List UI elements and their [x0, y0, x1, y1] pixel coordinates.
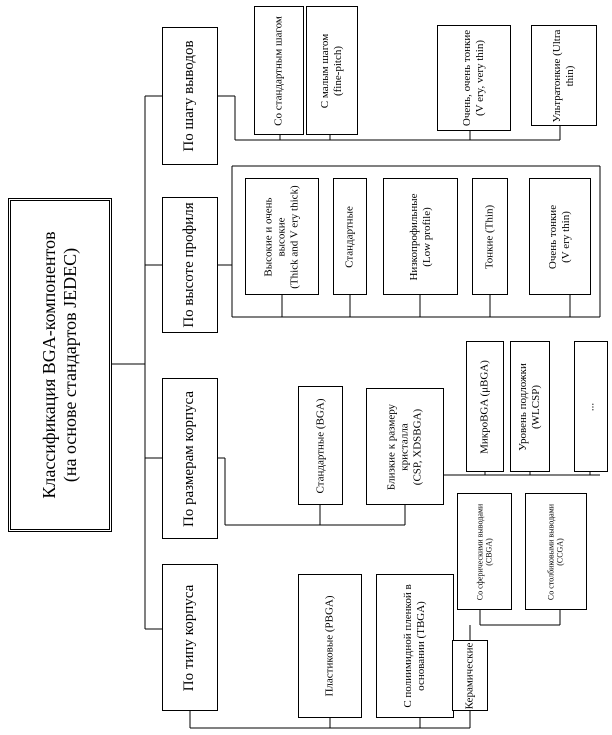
profile-item-label: Низкопрофильные (Low profile)	[407, 192, 433, 281]
category-profile-label: По высоте профиля	[181, 202, 198, 328]
type-item-label: С полиимидной пленкой в основании (TBGA)	[402, 584, 427, 708]
size-item-micro-bga: МикроBGA (μBGA)	[466, 341, 504, 472]
type-item-plastic: Пластиковые (PBGA)	[298, 574, 362, 718]
profile-item-label: Очень тонкие (V ery thin)	[547, 204, 572, 269]
size-item-standard-bga: Стандартные (BGA)	[298, 386, 343, 505]
pitch-item-label: Ультратонкие (Ultra thin)	[551, 29, 576, 122]
profile-item-thin: Тонкие (Thin)	[472, 178, 508, 295]
pitch-item-label: Со стандартным шагом	[272, 15, 285, 126]
category-size: По размерам корпуса	[162, 378, 218, 539]
pitch-item-very-very-thin: Очень, очень тонкие (V ery, very thin)	[437, 25, 511, 131]
root-title: Классификация BGA-компонентов (на основе…	[38, 231, 80, 499]
category-type-label: По типу корпуса	[181, 584, 198, 691]
type-item-label: Со сферическими выводами (CBGA)	[475, 503, 494, 600]
size-item-wlcsp: Уровень подложки (WLCSP)	[510, 341, 550, 472]
profile-item-label: Высокие и очень высокие (Thick and V ery…	[262, 184, 301, 289]
size-item-label: Стандартные (BGA)	[314, 398, 327, 494]
pitch-item-label: С малым шагом (fine-pitch)	[319, 33, 344, 108]
pitch-item-label: Очень, очень тонкие (V ery, very thin)	[461, 29, 486, 127]
size-item-label: ...	[584, 402, 597, 411]
profile-item-very-thin: Очень тонкие (V ery thin)	[529, 178, 591, 295]
root-box: Классификация BGA-компонентов (на основе…	[8, 198, 112, 532]
type-item-polyimide: С полиимидной пленкой в основании (TBGA)	[376, 574, 454, 718]
type-item-ceramic-spherical: Со сферическими выводами (CBGA)	[457, 493, 512, 610]
category-size-label: По размерам корпуса	[181, 390, 198, 527]
pitch-item-ultra-thin: Ультратонкие (Ultra thin)	[531, 25, 597, 126]
type-item-label: Пластиковые (PBGA)	[323, 595, 336, 697]
pitch-item-fine-pitch: С малым шагом (fine-pitch)	[306, 6, 358, 135]
pitch-item-standard: Со стандартным шагом	[254, 6, 304, 135]
size-item-label: МикроBGA (μBGA)	[478, 359, 491, 454]
category-profile: По высоте профиля	[162, 197, 218, 333]
category-type: По типу корпуса	[162, 564, 218, 711]
type-item-label: Керамические	[463, 642, 476, 709]
profile-item-label: Тонкие (Thin)	[483, 204, 496, 269]
size-item-csp: Близкие к размеру кристалла (CSP, XDSBGA…	[366, 388, 444, 505]
category-pitch-label: По шагу выводов	[181, 40, 198, 152]
size-item-label: Уровень подложки (WLCSP)	[517, 362, 542, 451]
profile-item-low-profile: Низкопрофильные (Low profile)	[383, 178, 458, 295]
profile-item-label: Стандартные	[343, 205, 356, 268]
type-item-ceramic: Керамические	[452, 640, 488, 711]
type-item-ceramic-column: Со столбиковыми выводами (CCGA)	[525, 493, 587, 610]
profile-item-thick: Высокие и очень высокие (Thick and V ery…	[245, 178, 319, 295]
profile-item-standard: Стандартные	[333, 178, 367, 295]
size-item-more: ...	[574, 341, 608, 472]
size-item-label: Близкие к размеру кристалла (CSP, XDSBGA…	[385, 403, 424, 490]
type-item-label: Со столбиковыми выводами (CCGA)	[546, 503, 565, 600]
category-pitch: По шагу выводов	[162, 27, 218, 165]
